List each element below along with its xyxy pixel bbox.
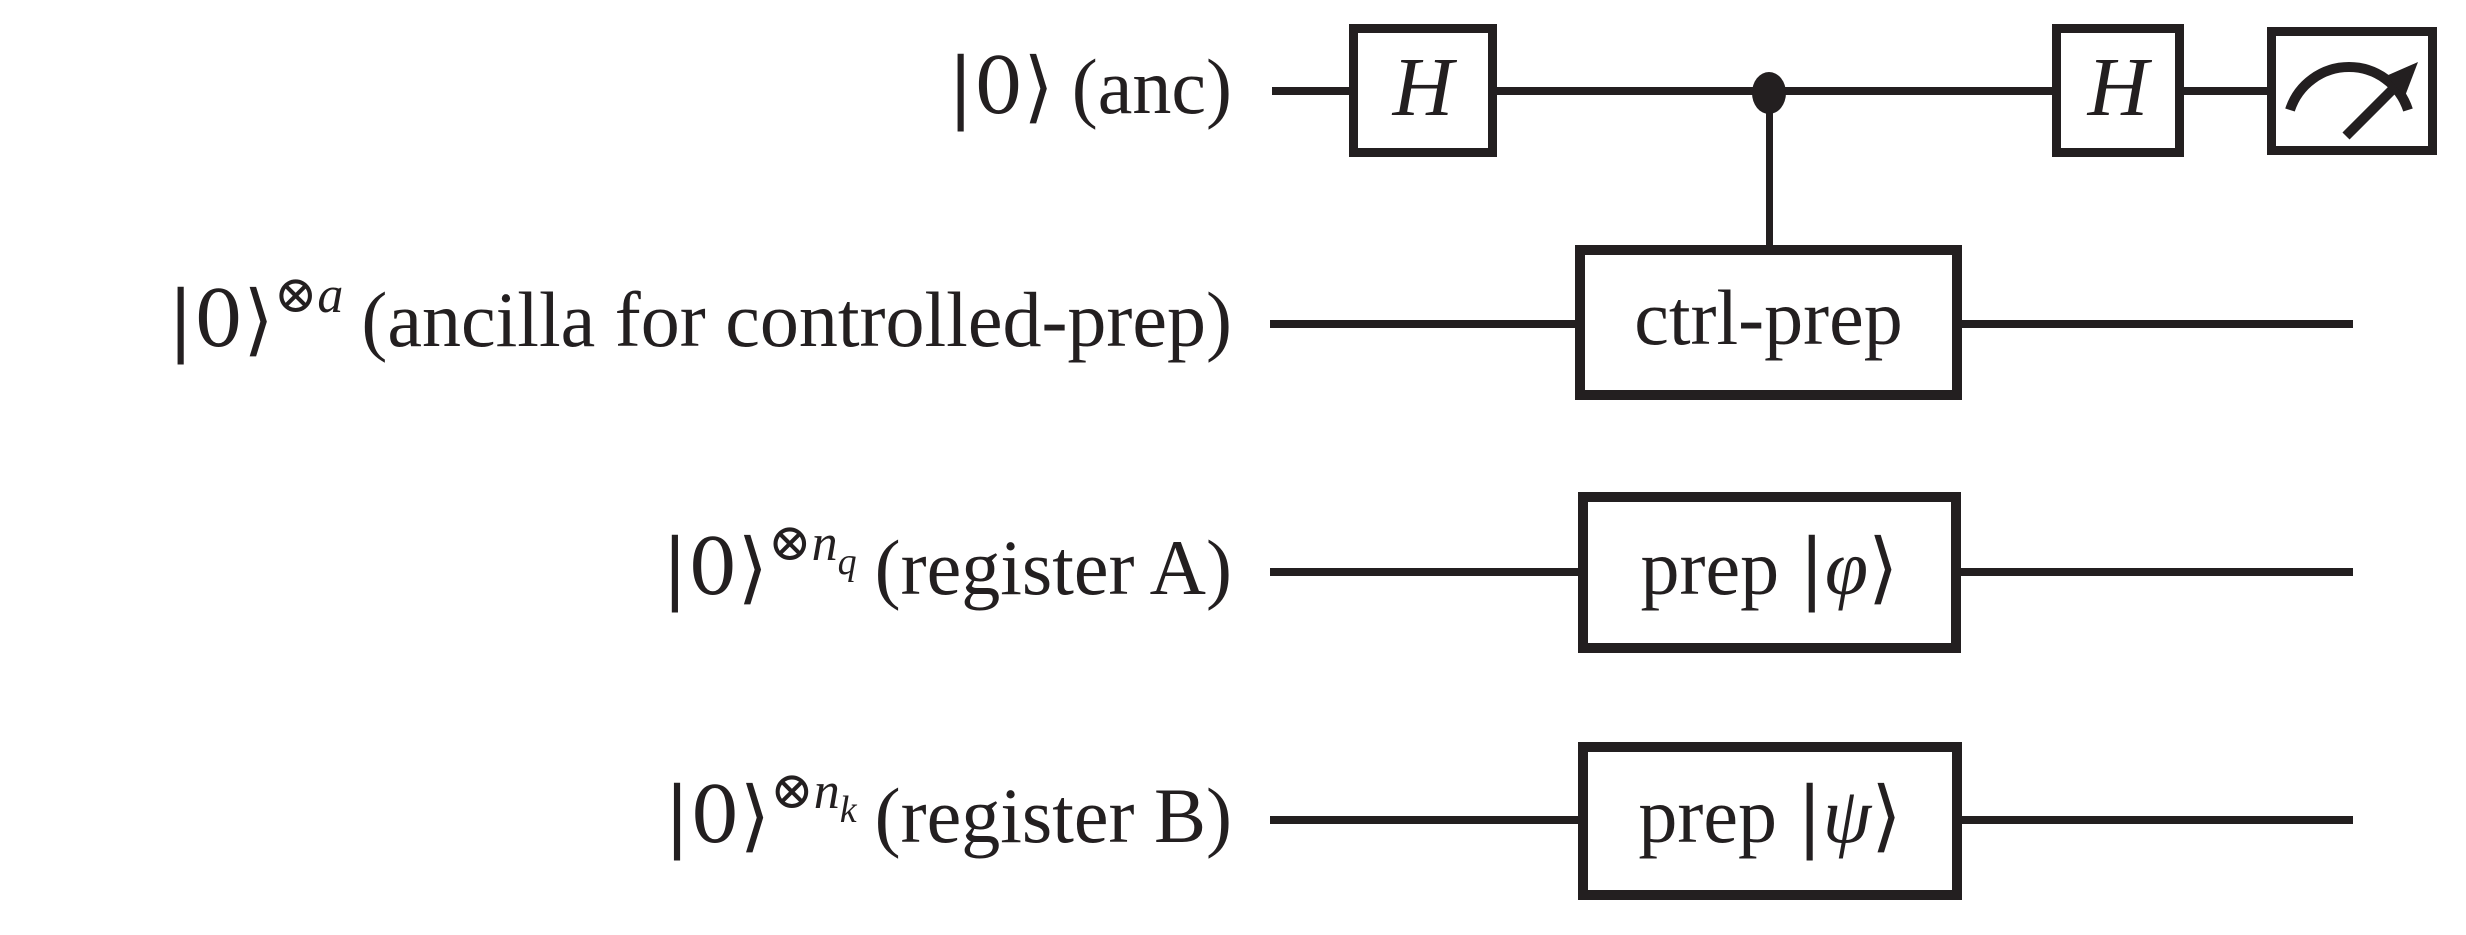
wire-label-ctrl-prep-ancilla: |0⟩⊗a (ancilla for controlled-prep)	[168, 264, 1233, 376]
prep-psi-gate: prep |ψ⟩	[1578, 742, 1962, 900]
wire-ctrl-prep-left	[1270, 320, 1577, 328]
tensor-superscript: ⊗a	[273, 265, 344, 325]
measurement-gate	[2267, 27, 2437, 155]
wire-description: (ancilla for controlled-prep)	[361, 276, 1232, 363]
wire-ctrl-prep-right	[1961, 320, 2353, 328]
ket-zero: |0⟩	[167, 275, 274, 365]
wire-description: (anc)	[1071, 43, 1232, 130]
ctrl-prep-label: ctrl-prep	[1634, 273, 1903, 361]
control-dot	[1752, 72, 1786, 114]
ket-zero: |0⟩	[947, 42, 1054, 132]
ket-zero: |0⟩	[661, 523, 769, 613]
tensor-superscript: ⊗nk	[770, 761, 857, 831]
control-line	[1766, 91, 1773, 251]
wire-label-anc: |0⟩(anc)	[947, 31, 1232, 143]
wire-register-b-right	[1961, 816, 2353, 824]
ctrl-prep-gate: ctrl-prep	[1575, 245, 1962, 400]
wire-label-register-a: |0⟩⊗nq(register A)	[662, 512, 1232, 624]
wire-register-a-right	[1960, 568, 2353, 576]
wire-register-b-left	[1270, 816, 1580, 824]
hadamard-gate-2: H	[2052, 24, 2184, 157]
hadamard-gate-1: H	[1349, 24, 1497, 157]
wire-register-a-left	[1270, 568, 1580, 576]
wire-description: (register A)	[874, 524, 1232, 611]
wire-anc-segment-1	[1272, 87, 1350, 95]
hadamard-label: H	[1392, 40, 1454, 134]
ket-zero: |0⟩	[663, 771, 771, 861]
hadamard-label: H	[2087, 40, 2149, 134]
prep-psi-label: prep |ψ⟩	[1638, 771, 1902, 861]
wire-description: (register B)	[874, 772, 1232, 859]
tensor-superscript: ⊗nq	[768, 513, 857, 583]
measurement-gauge-icon	[2285, 62, 2418, 140]
wire-label-register-b: |0⟩⊗nk(register B)	[664, 760, 1232, 872]
prep-phi-label: prep |φ⟩	[1640, 522, 1899, 613]
wire-anc-segment-3	[2183, 87, 2268, 95]
prep-phi-gate: prep |φ⟩	[1578, 492, 1961, 653]
